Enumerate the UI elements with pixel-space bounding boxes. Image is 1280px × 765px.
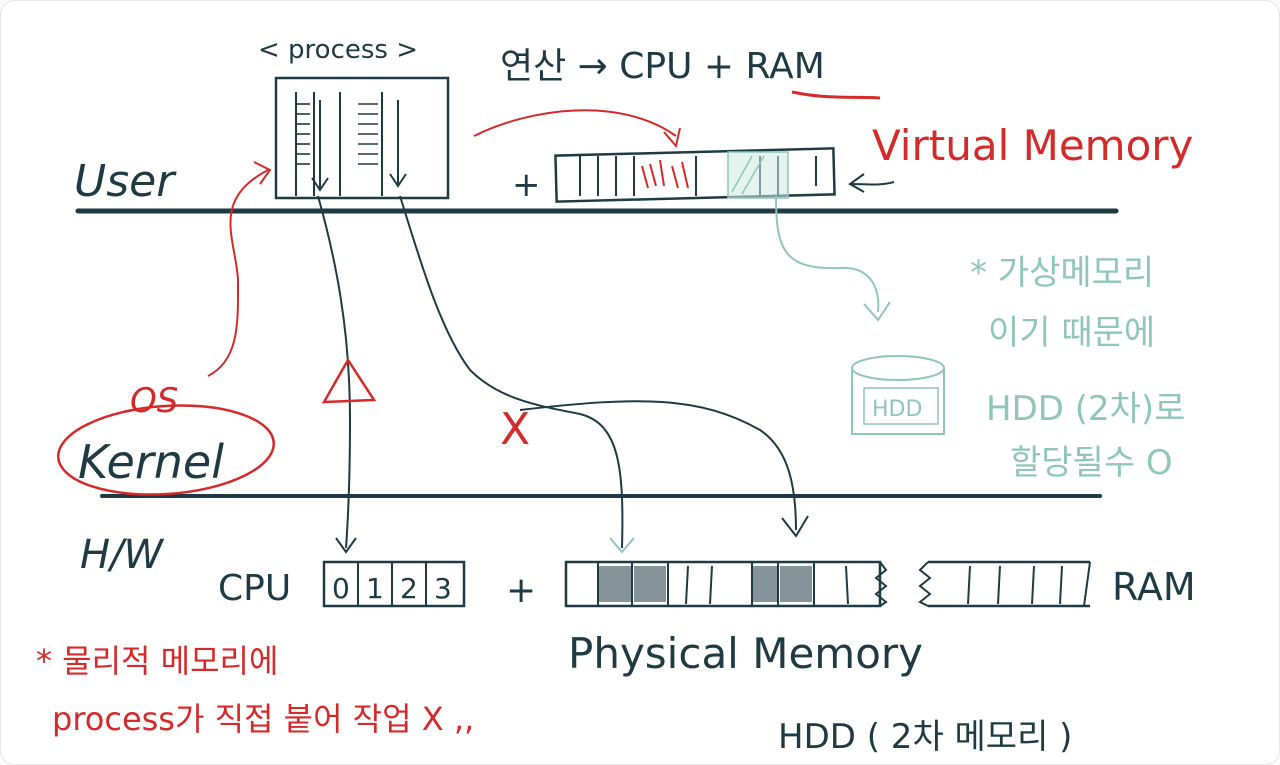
virtual-memory-strip [554,147,836,203]
hdd-icon-label: HDD [872,397,922,422]
os-arrowhead [253,161,272,185]
teal-note-line-4: 할당될수 O [1010,443,1173,483]
cpu-cell-3: 3 [434,572,452,605]
red-note-line-2: process가 직접 붙어 작업 X ,, [52,700,474,738]
hdd-icon: HDD [851,355,945,435]
cpu-cell-1: 1 [366,572,384,605]
virtual-memory-label: Virtual Memory [872,121,1193,170]
hdd-secondary-label: HDD ( 2차 메모리 ) [778,717,1072,757]
hw-layer-label: H/W [80,532,165,578]
plus-sign-hw: + [506,570,536,611]
process-to-cpu-arrowhead [335,537,357,554]
teal-note-line-3: HDD (2차)로 [986,389,1185,429]
process-to-physmem-curve [399,195,624,549]
process-box [274,76,450,200]
process-to-vmem-arrowhead [663,127,681,149]
ram-underline [791,90,881,100]
vmem-to-hdd-arrow [775,195,880,313]
triangle-mark [321,357,377,404]
kernel-to-physmem-arrowhead [781,515,809,538]
plus-sign-user: + [512,165,541,205]
kernel-circle [56,404,276,496]
cpu-cells: 0 1 2 3 [322,560,466,608]
cpu-cell-0: 0 [332,572,350,605]
cpu-cell-2: 2 [400,572,418,605]
teal-note: * 가상메모리 이기 때문에 HDD (2차)로 할당될수 O [970,253,1185,483]
kernel-layer-label: Kernel [78,435,224,489]
process-to-cpu-arrow [317,195,352,549]
physical-memory-label: Physical Memory [568,629,923,678]
x-mark: X [500,404,530,455]
os-to-process-arrow [207,169,269,377]
vmem-to-hdd-arrowhead [863,301,891,322]
user-layer-label: User [74,156,177,207]
process-label: < process > [258,35,418,65]
teal-note-line-1: * 가상메모리 [970,253,1154,293]
compute-label: 연산 → CPU + RAM [500,46,825,87]
process-to-physmem-arrowhead [609,537,635,554]
os-label: OS [130,381,178,421]
red-note-line-1: * 물리적 메모리에 [36,642,278,680]
teal-note-line-2: 이기 때문에 [988,313,1155,353]
red-note: * 물리적 메모리에 process가 직접 붙어 작업 X ,, [36,642,474,738]
physical-memory-strip [564,560,888,608]
kernel-to-physmem-curve [519,400,797,531]
process-to-vmem-arrow [473,109,677,137]
ram-strip-extension [918,560,1091,608]
ram-label: RAM [1112,565,1196,609]
vmem-pointer-arrow [848,173,895,193]
cpu-label: CPU [218,568,291,609]
